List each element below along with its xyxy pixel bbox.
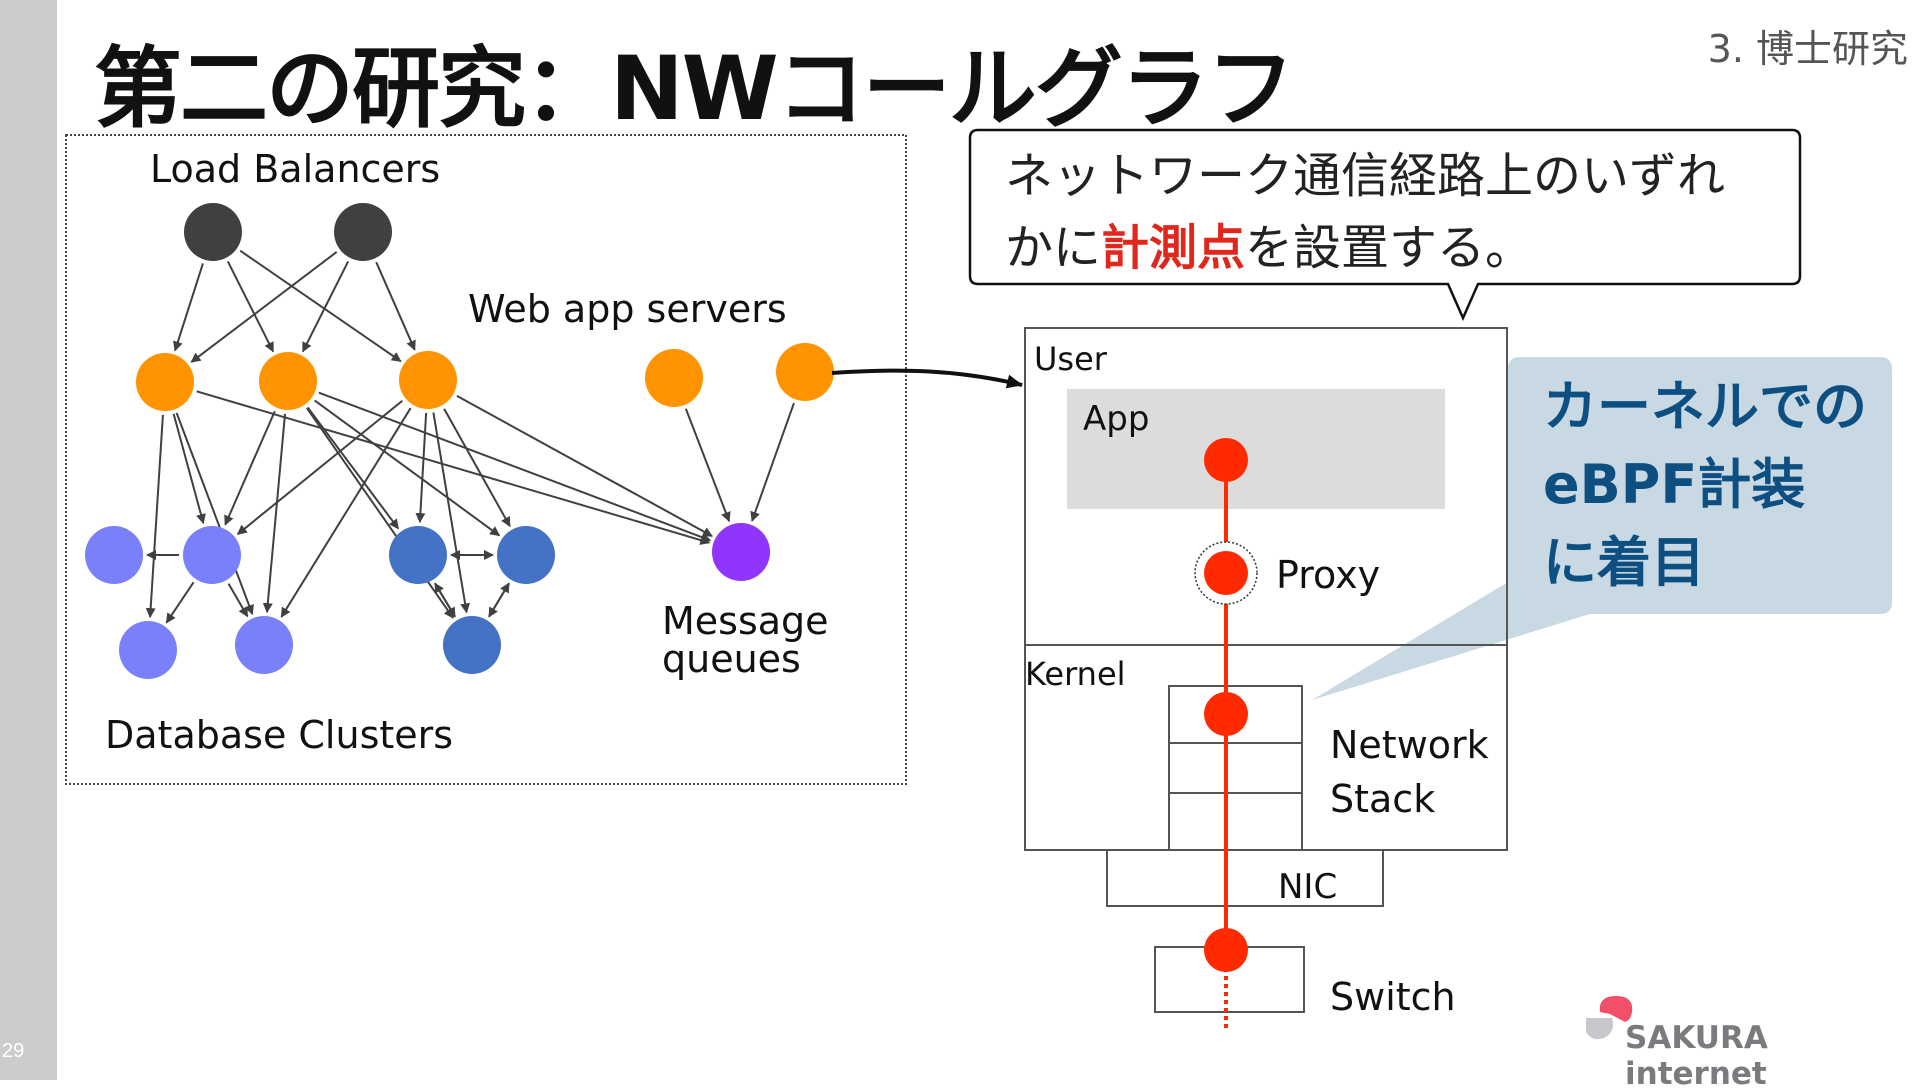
label-load-balancers: Load Balancers [150,147,440,191]
edge-w3-to-bC [432,412,471,614]
edge-w1-to-mq [196,390,711,545]
label-app: App [1083,399,1149,439]
sakura-logo-text: SAKURA internet [1625,1020,1768,1092]
nic-box [1106,849,1384,907]
app-box [1067,389,1445,509]
edge-w2-to-mq [318,391,712,542]
label-switch: Switch [1330,975,1456,1019]
node-bC [443,616,501,674]
callout-line-2: かに計測点を設置する。 [1005,212,1725,284]
node-dC [119,621,177,679]
edge-w1-to-dB [172,413,206,525]
edge-lb1-to-w1 [173,263,204,352]
ebpf-note-bubble [1312,357,1892,700]
sakura-logo-mark-gray [1586,1018,1613,1040]
edge-w3-to-bA [415,412,428,524]
node-dD [235,616,293,674]
edge-w3-to-dD [280,407,412,618]
edge-w2-to-dD [262,413,287,614]
node-w4 [645,349,703,407]
node-dA [85,526,143,584]
label-message-queues-1: Message [662,599,829,643]
edge-w4-to-mq [684,408,731,523]
ebpf-note-line-2: eBPF計装 [1543,453,1806,516]
call-graph-frame [65,134,907,785]
probe-point-app [1204,438,1248,482]
label-user: User [1034,340,1108,378]
node-bA [389,526,447,584]
section-label: 3. 博士研究 [1707,27,1908,71]
call-graph-edges [145,249,795,624]
edge-w2-to-bB [314,399,501,537]
label-nic: NIC [1278,867,1337,907]
edge-lb2-to-w1 [190,251,338,363]
label-kernel: Kernel [1025,655,1126,693]
label-proxy: Proxy [1276,553,1380,597]
edge-lb2-to-w2 [301,261,350,353]
edge-w2-to-bA [306,406,400,530]
node-lb1 [184,203,242,261]
edge-w3-to-dB [236,399,403,536]
probe-point-proxy [1204,551,1248,595]
node-mq [712,523,770,581]
edge-lb1-to-w3 [239,249,402,363]
edge-bC-to-bB [488,582,510,618]
call-graph-nodes [85,203,834,679]
label-stack: Stack [1330,777,1435,821]
edge-bC-to-bA [434,582,456,618]
edge-lb2-to-w3 [375,261,416,351]
node-w5 [776,343,834,401]
ebpf-note-line-1: カーネルでの [1543,375,1867,438]
edge-dB-to-dC [165,581,195,624]
callout-line-2-post: を設置する。 [1245,220,1534,276]
callout-text: ネットワーク通信経路上のいずれ かに計測点を設置する。 [1005,140,1725,284]
edge-w2-to-bC [306,407,454,619]
ebpf-note-text: カーネルでの eBPF計装 に着目 [1543,368,1867,602]
edge-dB-to-dD [227,583,249,618]
node-dB [183,526,241,584]
callout-bubble [968,128,1802,322]
probe-point-kernel [1204,692,1248,736]
node-w2 [259,352,317,410]
edge-w5-to-mq [750,402,795,522]
probe-point-switch [1204,928,1248,972]
edge-w3-to-mq [456,395,713,537]
ebpf-note-line-3: に着目 [1543,531,1705,594]
edge-w1-to-dD [175,412,254,616]
node-lb2 [334,203,392,261]
edge-w3-to-bB [443,408,511,528]
sidebar: 29 [0,0,57,1080]
callout-highlight: 計測点 [1101,220,1246,276]
sakura-logo-mark-red [1599,996,1633,1022]
connector-arrow [831,368,1023,389]
callout-line-1: ネットワーク通信経路上のいずれ [1005,148,1726,204]
label-web-app-servers: Web app servers [468,287,787,331]
page-number: 29 [2,1040,25,1062]
label-database-clusters: Database Clusters [105,713,453,757]
edge-w2-to-dB [224,410,276,526]
edge-w1-to-dC [145,414,164,619]
slide-title: 第二の研究：NWコールグラフ [94,37,1295,140]
callout-line-2-pre: かに [1005,220,1102,276]
label-network: Network [1330,723,1489,767]
edge-lb1-to-w2 [226,261,275,353]
node-w3 [399,351,457,409]
node-bB [497,526,555,584]
node-w1 [136,353,194,411]
label-message-queues-2: queues [662,637,801,681]
